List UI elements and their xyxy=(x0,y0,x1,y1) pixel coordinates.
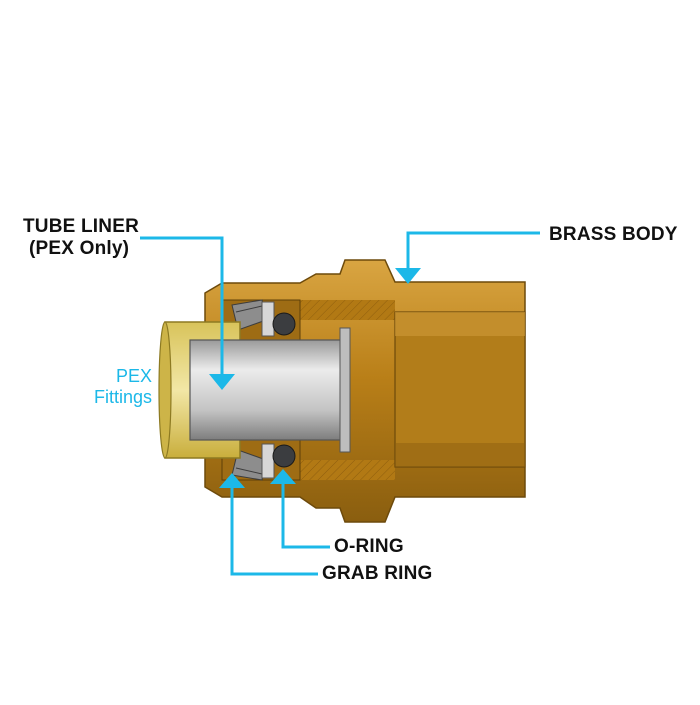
tube-liner-callout xyxy=(140,236,224,378)
inner-bore xyxy=(394,311,526,468)
brass-body-callout xyxy=(406,231,540,272)
pex-label: PEX xyxy=(115,366,152,386)
fittings-label: Fittings xyxy=(93,387,152,407)
tube-liner-shape xyxy=(189,339,349,441)
body-hatch-bottom xyxy=(300,460,395,480)
o-ring-callout xyxy=(281,480,330,549)
tube-liner-label: TUBE LINER xyxy=(23,216,139,237)
tube-liner-sublabel: (PEX Only) xyxy=(29,238,130,259)
retainer-washer xyxy=(261,301,275,479)
callout-arrows xyxy=(209,268,421,488)
o-ring-shape xyxy=(272,312,296,468)
brass-body-label: BRASS BODY xyxy=(549,224,678,245)
body-hatch-top xyxy=(300,300,395,320)
grab-ring-label: GRAB RING xyxy=(322,563,433,584)
callout-lines xyxy=(140,231,540,576)
o-ring-label: O-RING xyxy=(334,536,404,557)
grab-ring-callout xyxy=(230,484,318,576)
